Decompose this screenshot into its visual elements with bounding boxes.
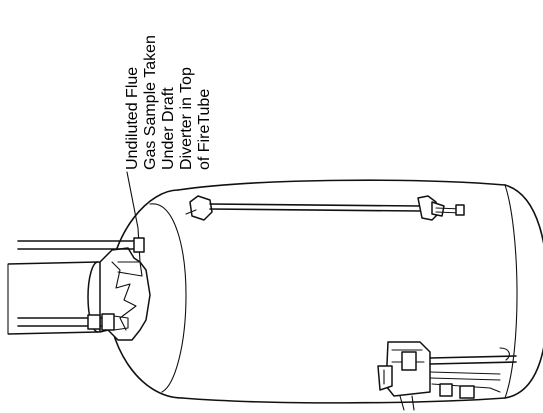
callout-line-3: Under Draft [160,87,177,170]
gas-control-valve [377,341,517,411]
callout-label: Undiluted Flue Gas Sample Taken Under Dr… [124,35,213,170]
relief-valve-line [185,195,465,221]
water-pipe-right [17,313,129,331]
callout-line-5: of FireTube [196,89,213,170]
callout-line-1: Undiluted Flue [124,67,141,170]
water-pipe-left [17,237,145,253]
tank-body [107,179,543,404]
callout-line-2: Gas Sample Taken [142,35,159,170]
callout-line-4: Diverter in Top [178,67,195,170]
